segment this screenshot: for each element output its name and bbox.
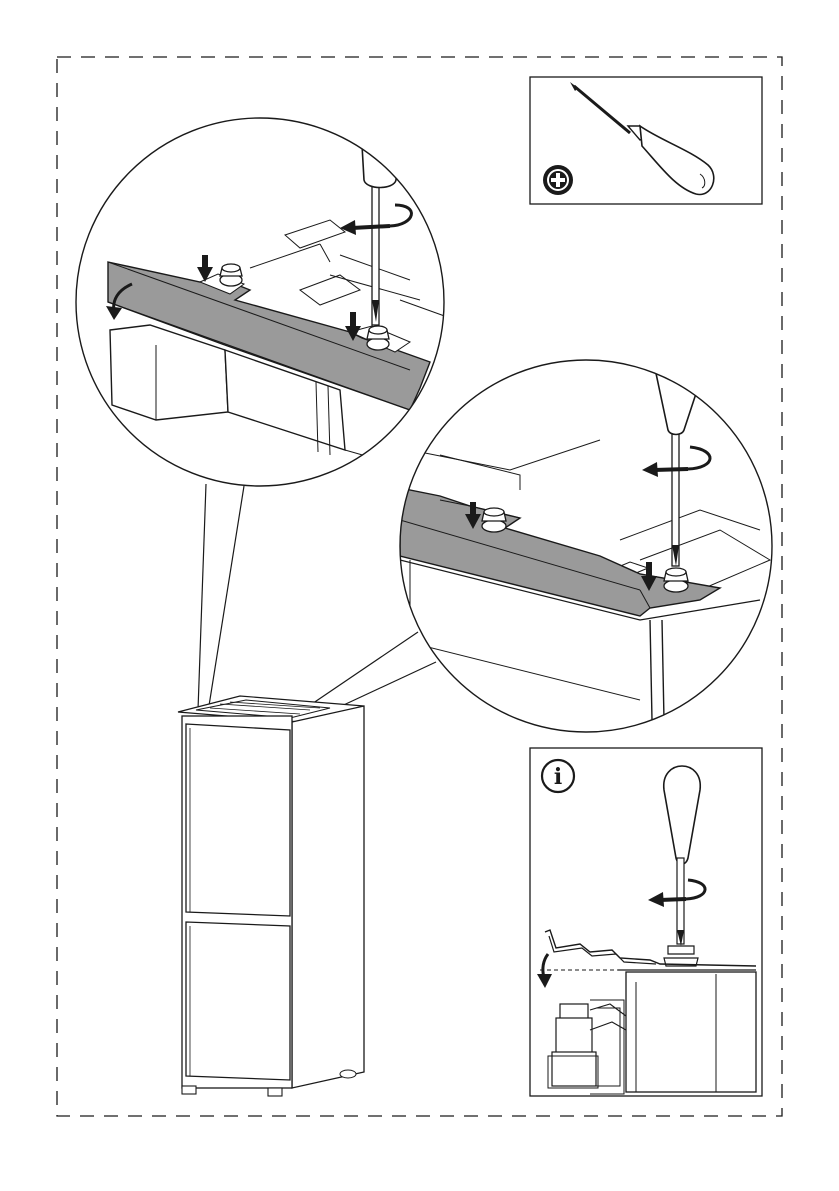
info-box: i	[530, 748, 762, 1096]
screw-icon	[220, 264, 242, 286]
phillips-screw-symbol-icon	[543, 165, 573, 195]
left-corner-detail	[76, 95, 460, 712]
screw-icon	[482, 508, 506, 532]
info-icon: i	[542, 760, 574, 792]
tool-box	[530, 77, 762, 204]
screw-icon	[664, 568, 688, 592]
fridge-appliance	[178, 696, 364, 1096]
info-symbol-text: i	[554, 764, 562, 790]
fridge-door	[186, 724, 290, 916]
freezer-door	[186, 922, 290, 1080]
screw-icon	[367, 326, 389, 350]
